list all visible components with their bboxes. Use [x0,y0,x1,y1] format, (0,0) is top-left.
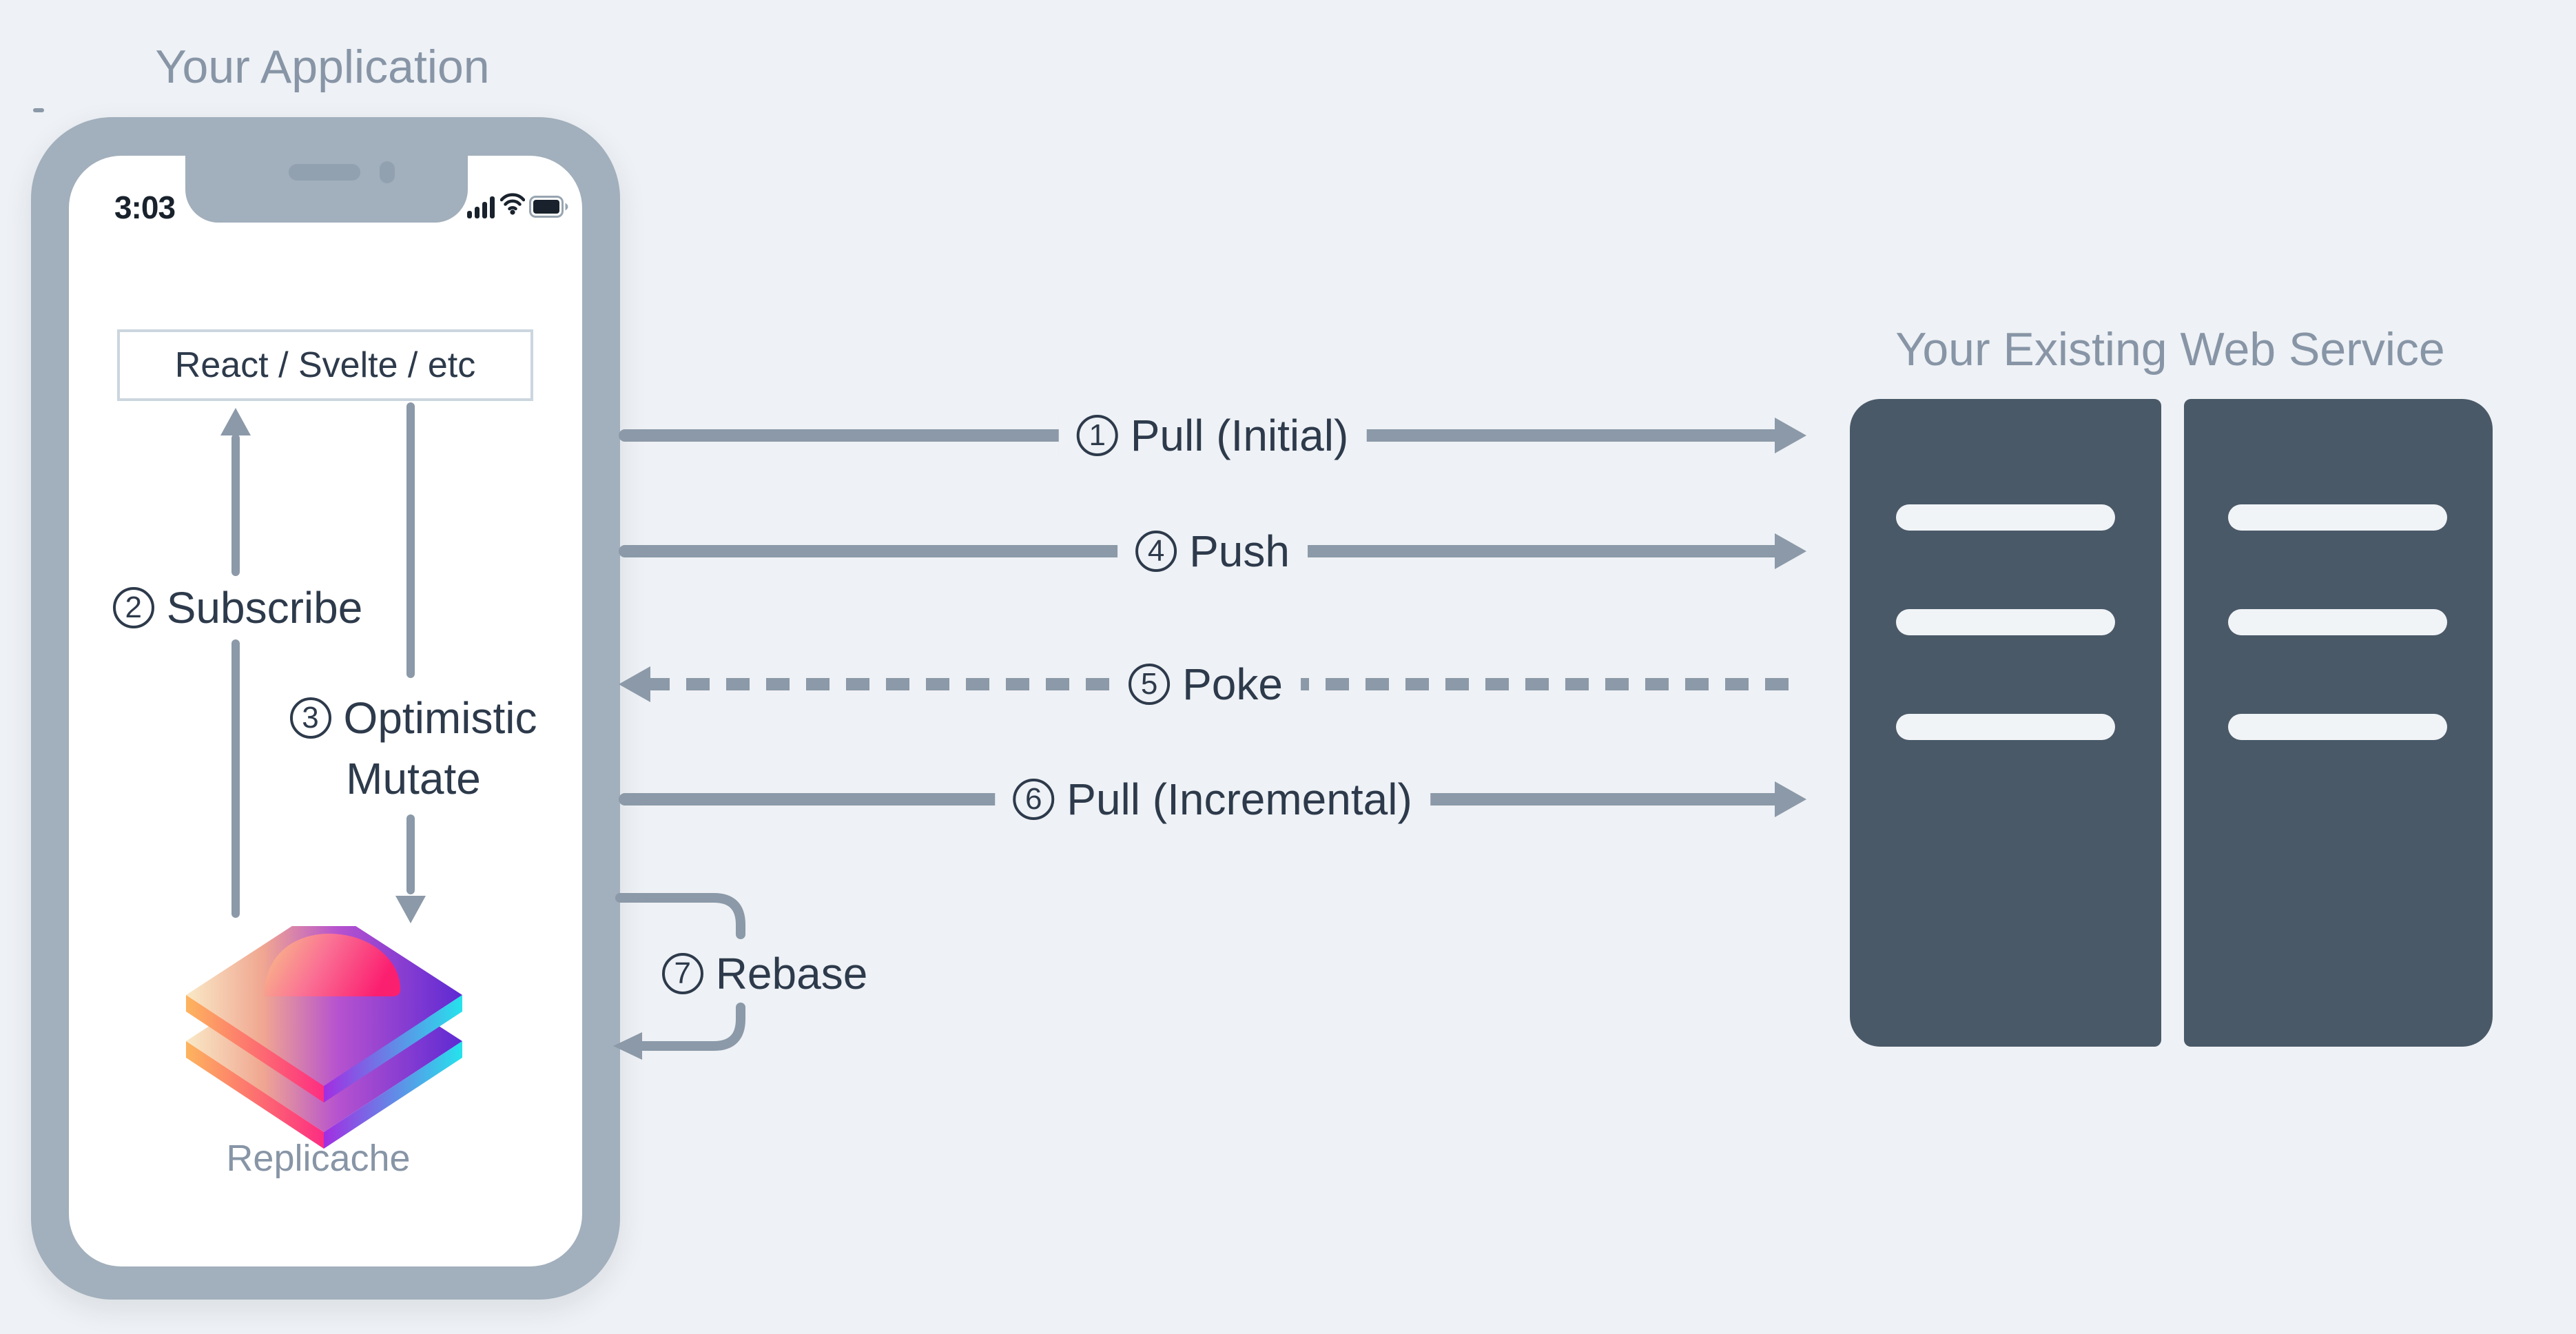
pull-initial-arrowhead [1775,418,1806,453]
subscribe-number-badge: 2 [112,587,154,629]
framework-box-label: React / Svelte / etc [174,345,476,385]
subscribe-arrowhead-up [220,408,251,435]
push-label-text: Push [1189,526,1290,576]
signal-bars-icon [467,196,495,218]
phone-frame: 3:03 React / Svelte / etc [31,117,620,1300]
phone-notch [185,156,468,223]
phone-screen: 3:03 React / Svelte / etc [69,156,582,1266]
mutate-line-lower [406,814,415,894]
poke-arrowhead [619,666,650,702]
subscribe-line-lower [231,639,240,918]
poke-label-text: Poke [1182,659,1283,709]
server-slot [2228,714,2447,740]
rebase-label: 7 Rebase [634,948,896,999]
pull-initial-label-text: Pull (Initial) [1130,411,1349,460]
push-arrowhead [1775,533,1806,569]
pull-incremental-arrowhead [1775,781,1806,817]
replicache-caption: Replicache [226,1138,411,1179]
pull-incremental-number-badge: 6 [1013,779,1055,821]
application-title: Your Application [155,41,490,93]
battery-icon [529,196,568,218]
rebase-number-badge: 7 [661,953,703,995]
push-number-badge: 4 [1135,531,1177,573]
server-slot [2228,609,2447,635]
flow-poke: 5 Poke [619,657,1793,712]
wifi-icon [500,193,525,215]
flow-push: 4 Push [619,524,1806,579]
status-bar-time: 3:03 [114,189,176,225]
pull-incremental-label-text: Pull (Incremental) [1067,774,1412,824]
stray-mark [33,108,44,112]
push-label: 4 Push [1117,526,1308,577]
server-slot [1896,504,2115,531]
pull-initial-label: 1 Pull (Initial) [1058,410,1367,461]
server-tower-left [1850,399,2161,1047]
rebase-label-text: Rebase [715,949,868,998]
subscribe-label-text: Subscribe [166,583,363,633]
poke-label: 5 Poke [1111,659,1301,710]
replicache-logo [186,926,462,1149]
rebase-loop-arrow [613,893,745,1060]
flow-pull-incremental: 6 Pull (Incremental) [619,772,1806,827]
pull-incremental-label: 6 Pull (Incremental) [995,774,1430,825]
subscribe-line-upper [231,434,240,576]
subscribe-label: 2 Subscribe [93,577,382,638]
mutate-line-upper [406,402,415,678]
poke-number-badge: 5 [1129,664,1171,706]
server-tower-right [2184,399,2493,1047]
web-service-title: Your Existing Web Service [1895,323,2445,376]
speaker-icon [289,164,360,181]
mutate-arrowhead-down [395,896,426,923]
mutate-number-badge: 3 [289,697,331,739]
mutate-label-text: Optimistic Mutate [343,693,537,803]
pull-initial-number-badge: 1 [1076,415,1118,457]
framework-box: React / Svelte / etc [117,329,533,401]
camera-icon [380,161,395,183]
flow-pull-initial: 1 Pull (Initial) [619,408,1806,463]
optimistic-mutate-label: 3 Optimistic Mutate [255,688,572,809]
server-slot [2228,504,2447,531]
server-slot [1896,714,2115,740]
server-slot [1896,609,2115,635]
